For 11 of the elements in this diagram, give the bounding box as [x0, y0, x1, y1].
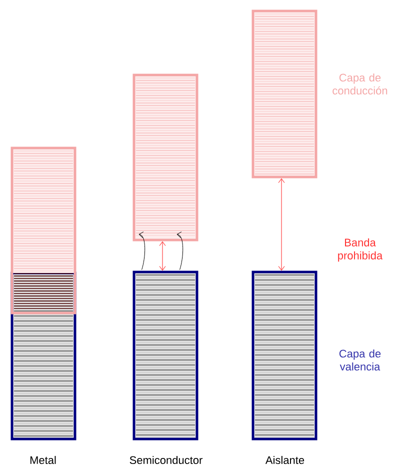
conduction-band [132, 74, 198, 242]
gap-arrow [159, 241, 166, 271]
gap-arrow [278, 178, 285, 271]
valence-band [132, 270, 198, 440]
band-label: Capa de valencia [339, 349, 381, 371]
conduction-band [10, 146, 76, 314]
conduction-band [252, 10, 318, 178]
valence-band [252, 270, 318, 440]
material-label: Aislante [265, 456, 304, 464]
electron-arrow [138, 232, 146, 270]
electron-arrow [176, 232, 184, 270]
